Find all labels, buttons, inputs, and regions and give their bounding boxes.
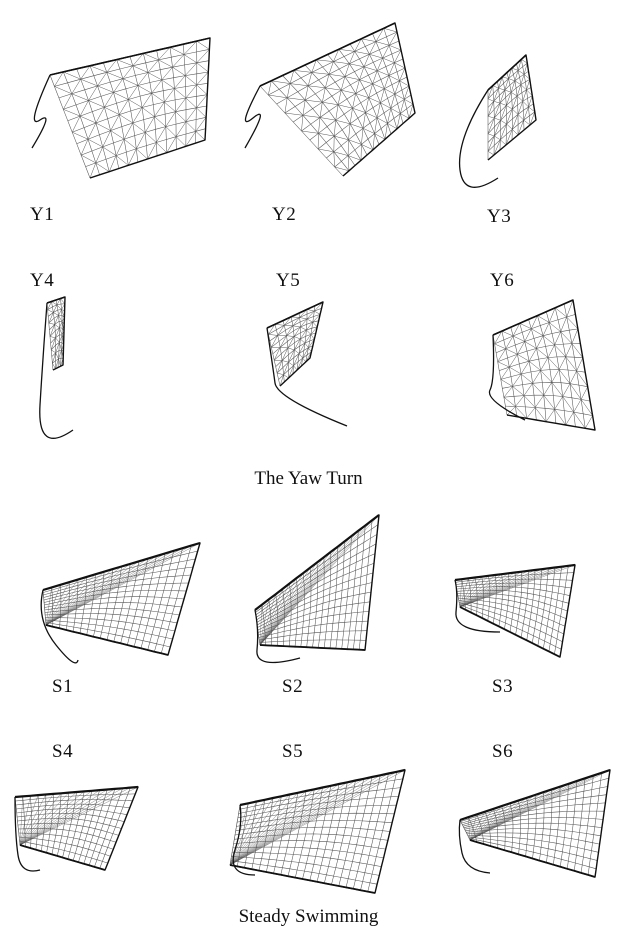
mesh-y6-svg [485,295,600,435]
panel-label-s4: S4 [52,741,73,763]
mesh-y5 [255,298,355,433]
leading-edge [460,770,610,820]
root-notch [245,86,260,148]
mesh-y3-svg [448,50,558,190]
mesh-lines [260,23,415,176]
leading-edge [15,787,138,797]
mesh-y5-svg [255,298,355,433]
mesh-y4 [35,295,85,435]
panel-label-s3: S3 [492,676,513,698]
mesh-s6 [450,765,615,880]
caption-yaw-turn: The Yaw Turn [0,468,617,490]
panel-label-y1: Y1 [30,204,54,226]
panel-label-y5: Y5 [276,270,300,292]
fin-outline [260,23,415,176]
caption-steady-swimming: Steady Swimming [0,906,617,928]
trailing-root-edge [20,845,105,870]
mesh-s5-svg [225,765,410,895]
mesh-s1 [28,535,203,665]
root-notch [32,75,50,148]
panel-label-s2: S2 [282,676,303,698]
mesh-lines [460,770,610,877]
mesh-y2-svg [225,18,435,183]
mesh-s2-svg [245,510,385,660]
mesh-s4-svg [10,775,150,875]
mesh-s3-svg [450,562,585,662]
mesh-s2 [245,510,385,660]
mesh-lines [255,515,379,650]
panel-label-y2: Y2 [272,204,296,226]
mesh-lines [50,38,210,178]
leading-edge [255,515,379,610]
mesh-lines [15,787,138,870]
mesh-lines [47,297,65,370]
leading-edge [47,297,65,303]
mesh-y6 [485,295,600,435]
panel-label-s5: S5 [282,741,303,763]
mesh-y1 [10,30,220,185]
mesh-y3 [448,50,558,190]
leading-edge [260,23,395,86]
mesh-y4-svg [35,295,85,435]
mesh-s3 [450,562,585,662]
panel-label-y4: Y4 [30,270,54,292]
panel-label-s1: S1 [52,676,73,698]
mesh-s5 [225,765,410,895]
mesh-s1-svg [28,535,203,665]
panel-label-s6: S6 [492,741,513,763]
panel-label-y6: Y6 [490,270,514,292]
mesh-s6-svg [450,765,615,880]
mesh-y1-svg [10,30,220,185]
trailing-root-edge [46,625,168,655]
mesh-lines [43,543,200,655]
trailing-root-edge [230,865,375,893]
mesh-s4 [10,775,150,875]
trailing-root-edge [460,607,560,657]
panel-label-y3: Y3 [487,206,511,228]
leading-edge [488,55,526,90]
root-notch [233,805,255,875]
mesh-y2 [225,18,435,183]
